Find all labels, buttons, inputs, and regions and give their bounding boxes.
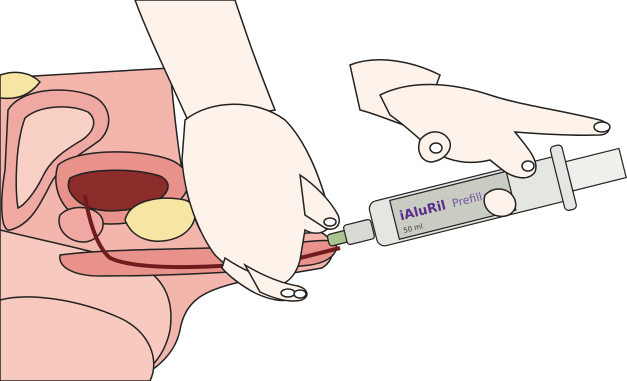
right-thumbnail	[430, 143, 442, 153]
right-index-nail	[594, 122, 610, 132]
syringe-plunger	[566, 148, 627, 190]
left-fingernail-2	[294, 290, 306, 298]
left-fingernail-1	[281, 289, 295, 297]
right-ring-nail	[522, 161, 534, 171]
syringe-nozzle	[343, 219, 375, 245]
left-thumbnail	[324, 218, 336, 226]
right-middle-finger	[484, 189, 515, 216]
